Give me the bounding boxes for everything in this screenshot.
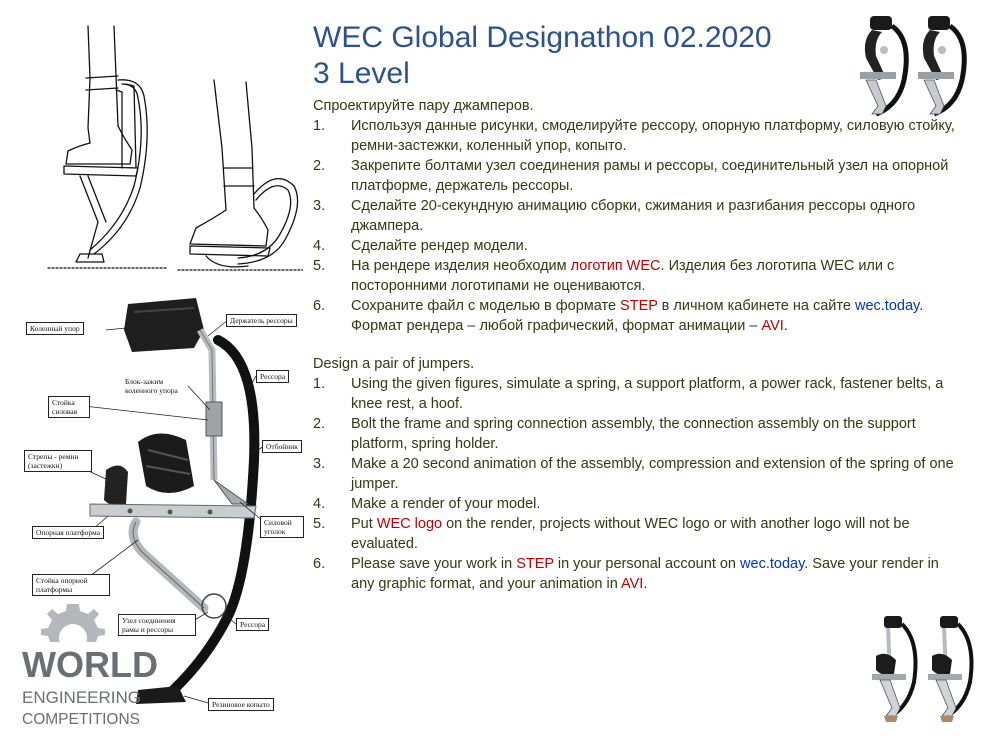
highlight-step: STEP — [620, 298, 658, 314]
list-item: 4. Сделайте рендер модели. — [313, 238, 528, 254]
list-item: 3. Make a 20 second animation of the ass… — [313, 456, 954, 492]
gear-icon — [28, 604, 118, 660]
list-item: 3. Сделайте 20-секундную анимацию сборки… — [313, 198, 916, 234]
callout-support-platform: Опорная платформа — [32, 526, 105, 539]
ru-intro: Спроектируйте пару джамперов. — [313, 98, 534, 114]
highlight-step: STEP — [516, 556, 554, 572]
instructions-ru: Спроектируйте пару джамперов. 1. Использ… — [313, 96, 965, 336]
list-item: 1. Using the given figures, simulate a s… — [313, 376, 944, 412]
jumper-illustration — [77, 298, 265, 705]
callout-bumper: Отбойник — [262, 440, 302, 453]
logo-word-competitions: COMPETITIONS — [22, 711, 140, 728]
instructions-en: Design a pair of jumpers. 1. Using the g… — [313, 354, 965, 594]
callout-knee-rest: Коленный упор — [26, 322, 84, 335]
link-wec-today[interactable]: wec.today — [854, 298, 920, 314]
list-item: 6. Сохраните файл с моделью в формате ST… — [313, 298, 924, 334]
list-item: 2. Закрепите болтами узел соединения рам… — [313, 158, 949, 194]
annotated-jumper-photo: Коленный упор Держатель рессоры Рессора … — [18, 290, 313, 740]
callout-joint: Узел соединения рамы и рессоры — [118, 614, 196, 636]
page-title: WEC Global Designathon 02.2020 3 Level — [313, 20, 772, 92]
product-photo-bottom — [872, 616, 974, 722]
link-wec-today[interactable]: wec.today — [740, 556, 805, 572]
instructions: Спроектируйте пару джамперов. 1. Использ… — [313, 96, 965, 594]
logo-word-engineering: ENGINEERING — [22, 688, 142, 707]
callout-spring-top: Рессора — [256, 370, 290, 383]
list-item: 2. Bolt the frame and spring connection … — [313, 416, 916, 452]
product-photo-top — [860, 16, 967, 117]
callout-power-rack: Стойка силовая — [48, 396, 90, 418]
highlight-avi: AVI — [761, 318, 784, 334]
title-line-2: 3 Level — [313, 57, 410, 90]
ru-list: 1. Используя данные рисунки, смоделируйт… — [313, 116, 965, 336]
callout-rubber-hoof: Резиновое копыто — [208, 698, 274, 711]
logo-word-world: WORLD — [22, 644, 158, 685]
list-item: 4. Make a render of your model. — [313, 496, 541, 512]
jumper-sketches — [47, 25, 303, 271]
list-item: 1. Используя данные рисунки, смоделируйт… — [313, 118, 955, 154]
highlight-wec-logo: логотип WEC — [570, 258, 661, 274]
callout-spring-holder: Держатель рессоры — [226, 314, 297, 327]
en-list: 1. Using the given figures, simulate a s… — [313, 374, 965, 594]
callout-knee-clamp: Блок-зажим коленного упора — [125, 377, 178, 395]
en-intro: Design a pair of jumpers. — [313, 356, 475, 372]
callout-power-corner: Силовой уголок — [260, 516, 304, 538]
list-item: 5. Put WEC logo on the render, projects … — [313, 516, 910, 552]
highlight-avi: AVI — [621, 576, 644, 592]
list-item: 6. Please save your work in STEP in your… — [313, 556, 939, 592]
wec-logo: WORLD ENGINEERING COMPETITIONS — [18, 598, 158, 738]
highlight-wec-logo: WEC logo — [376, 516, 443, 532]
callout-platform-rack: Стойка опорной платформы — [32, 574, 110, 596]
title-line-1: WEC Global Designathon 02.2020 — [313, 21, 772, 54]
callout-spring-bottom: Рессора — [236, 618, 270, 631]
list-item: 5. На рендере изделия необходим логотип … — [313, 258, 895, 294]
callout-straps: Стрепы - ремни (застежки) — [24, 450, 92, 472]
